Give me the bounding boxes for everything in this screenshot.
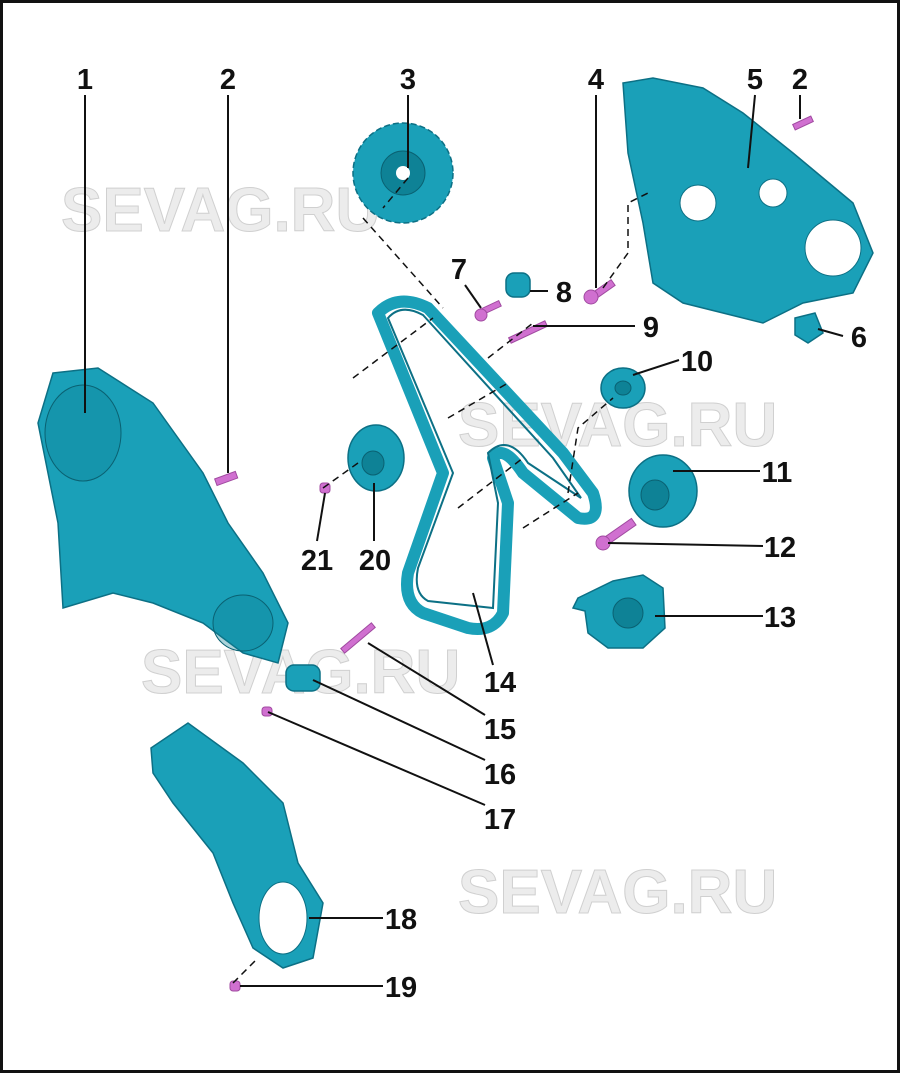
part-2-bolt xyxy=(213,470,239,487)
callout-3: 3 xyxy=(400,64,416,96)
watermark: SEVAG.RU xyxy=(141,638,460,707)
callout-13: 13 xyxy=(764,602,796,634)
callout-21: 21 xyxy=(301,545,333,577)
callout-20: 20 xyxy=(359,545,391,577)
part-16-spacer xyxy=(285,664,321,692)
callout-4: 4 xyxy=(588,64,604,96)
part-2-bolt xyxy=(792,115,814,131)
callouts: 1 2 3 4 5 2 7 8 9 6 10 11 12 13 14 15 16… xyxy=(77,64,867,1004)
part-17-nut xyxy=(261,706,273,717)
watermark: SEVAG.RU xyxy=(458,858,777,927)
callout-12: 12 xyxy=(764,532,796,564)
callout-6: 6 xyxy=(851,322,867,354)
part-15-stud xyxy=(340,622,376,654)
part-11-tensioner-pulley xyxy=(628,454,698,528)
part-13-water-pump xyxy=(571,574,666,649)
part-9-stud xyxy=(507,320,549,344)
part-5-rear-cover xyxy=(622,77,874,324)
callout-15: 15 xyxy=(484,714,516,746)
part-12-bolt xyxy=(595,517,637,551)
part-7-bolt xyxy=(474,299,502,322)
part-4-bolt xyxy=(583,278,616,305)
leader-lines xyxy=(84,94,844,987)
assembly-lines xyxy=(232,177,649,984)
callout-2: 2 xyxy=(220,64,236,96)
callout-7: 7 xyxy=(451,254,467,286)
callout-17: 17 xyxy=(484,804,516,836)
part-19-bolt xyxy=(229,980,241,992)
callout-2: 2 xyxy=(792,64,808,96)
callout-18: 18 xyxy=(385,904,417,936)
callout-11: 11 xyxy=(762,457,793,489)
callout-14: 14 xyxy=(484,667,516,699)
callout-9: 9 xyxy=(643,312,659,344)
part-6-grommet xyxy=(794,312,824,344)
callout-16: 16 xyxy=(484,759,516,791)
callout-8: 8 xyxy=(556,277,572,309)
callout-1: 1 xyxy=(77,64,93,96)
part-3-camshaft-sprocket xyxy=(352,122,454,224)
part-20-idler-pulley xyxy=(347,424,405,492)
callout-10: 10 xyxy=(681,346,713,378)
watermark: SEVAG.RU xyxy=(61,176,380,245)
exploded-view: SEVAG.RU SEVAG.RU SEVAG.RU SEVAG.RU xyxy=(37,64,874,1004)
callout-19: 19 xyxy=(385,972,417,1004)
part-1-timing-cover-upper xyxy=(37,367,289,664)
part-14-timing-belt xyxy=(372,295,602,635)
callout-5: 5 xyxy=(747,64,763,96)
part-18-timing-cover-lower xyxy=(150,722,324,969)
part-8-spacer xyxy=(505,272,531,298)
